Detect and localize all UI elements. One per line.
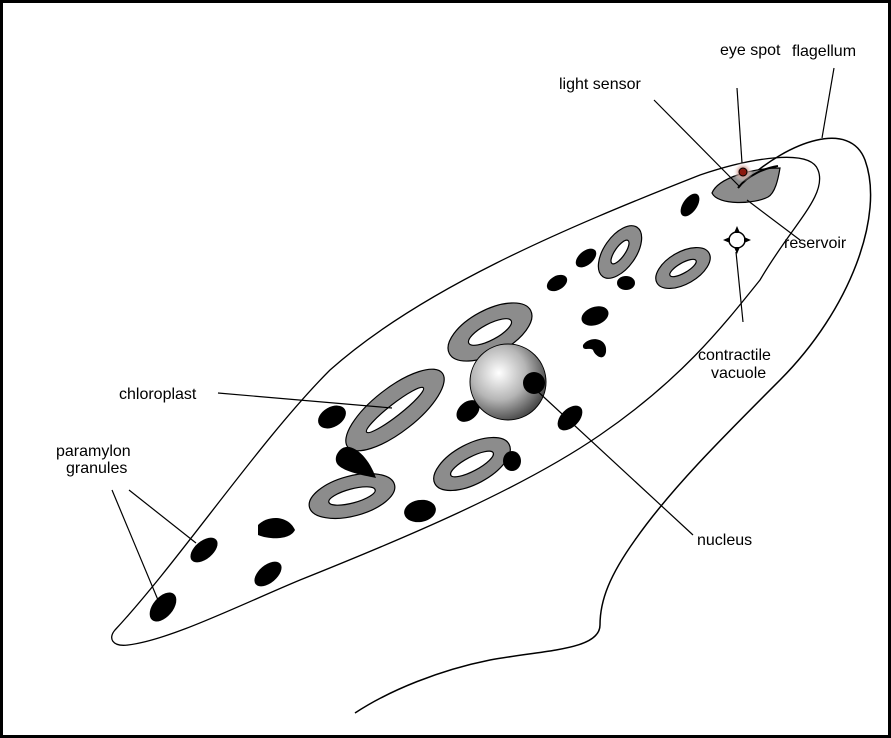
label-flagellum: flagellum — [792, 43, 856, 60]
label-nucleus: nucleus — [697, 532, 752, 549]
cell-membrane — [112, 157, 820, 645]
label-reservoir: reservoir — [784, 235, 847, 252]
label-paramylon-2: granules — [66, 460, 127, 477]
label-chloroplast: chloroplast — [119, 386, 197, 403]
nucleolus — [523, 372, 545, 394]
label-paramylon-1: paramylon — [56, 443, 131, 460]
eye-spot — [739, 168, 747, 176]
label-contractile-vacuole-2: vacuole — [711, 365, 766, 382]
label-contractile-vacuole-1: contractile — [698, 347, 771, 364]
paramylon-granule — [617, 276, 635, 290]
paramylon-granule — [503, 451, 521, 471]
label-eye-spot: eye spot — [720, 42, 781, 59]
label-light-sensor: light sensor — [559, 76, 641, 93]
